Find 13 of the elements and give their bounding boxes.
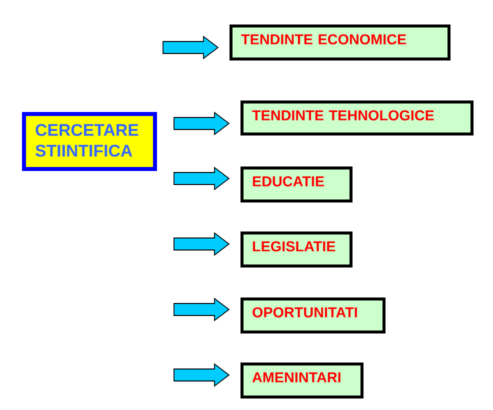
topic-box: LEGISLATIE [240,232,352,268]
topic-box: TENDINTE ECONOMICE [230,24,450,60]
block-arrow [174,232,230,256]
block-arrow [174,112,230,136]
topic-box: AMENINTARI [240,362,364,398]
block-arrow [174,363,230,387]
topic-box: EDUCATIE [240,166,352,202]
topic-box: OPORTUNITATI [240,298,386,334]
main-box: CERCETARE STIINTIFICA [22,112,157,171]
block-arrow [174,166,230,190]
block-arrow [162,36,219,60]
topic-box: TENDINTE TEHNOLOGICE [240,100,474,136]
block-arrow [174,298,230,322]
